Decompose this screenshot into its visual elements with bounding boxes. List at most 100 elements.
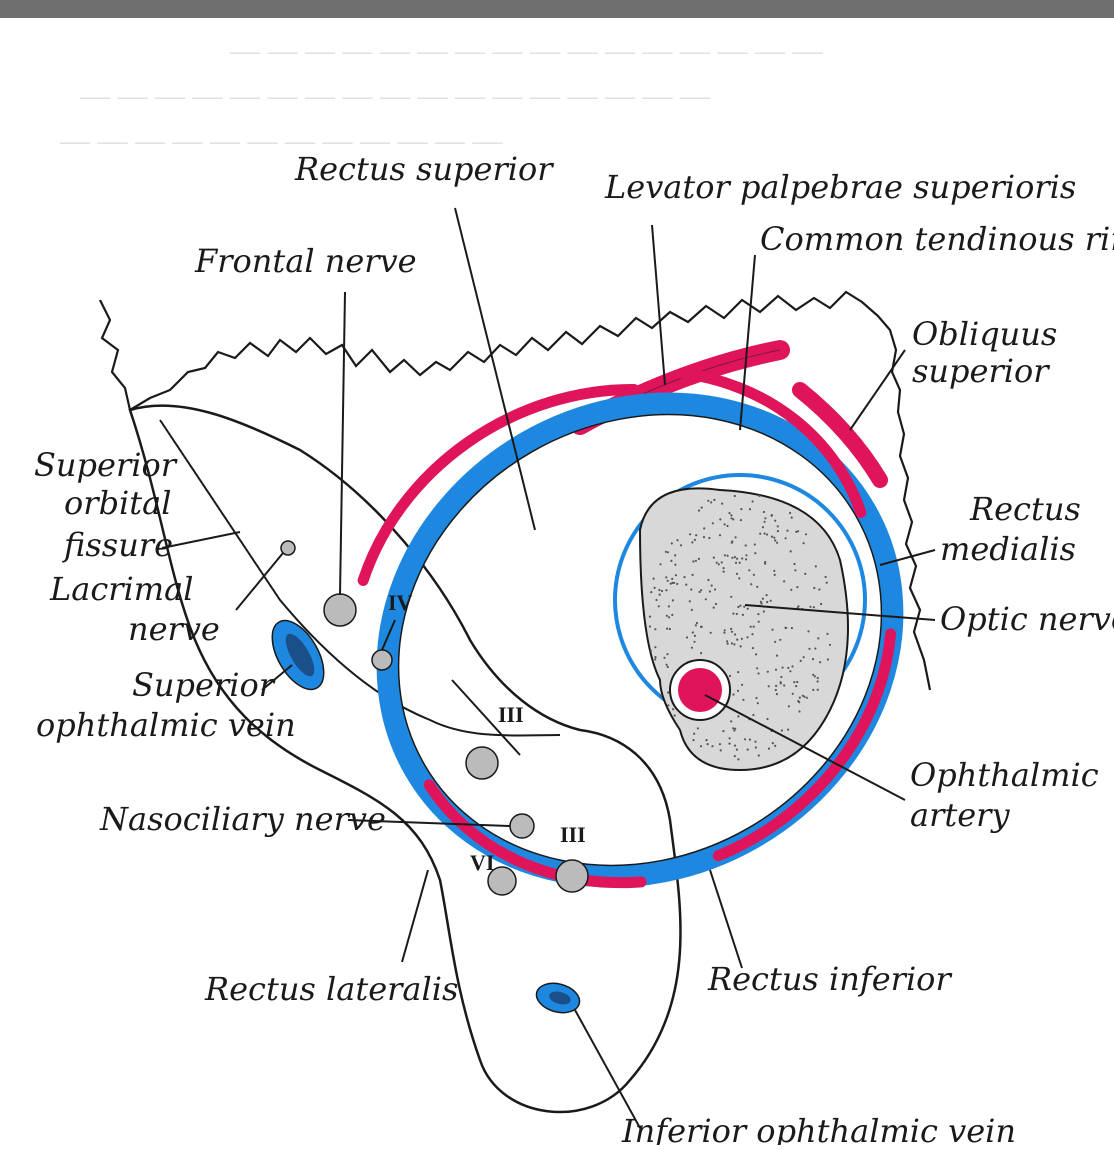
stipple-dot: [755, 653, 757, 655]
stipple-dot: [653, 578, 655, 580]
stipple-dot: [739, 562, 741, 564]
stipple-dot: [667, 704, 669, 706]
trochlear-nerve-dot: [372, 650, 392, 670]
stipple-dot: [730, 596, 732, 598]
stipple-dot: [775, 689, 777, 691]
stipple-dot: [790, 550, 792, 552]
stipple-dot: [757, 672, 759, 674]
stipple-dot: [751, 633, 753, 635]
stipple-dot: [754, 552, 756, 554]
stipple-dot: [707, 743, 709, 745]
stipple-dot: [658, 605, 660, 607]
stipple-dot: [756, 586, 758, 588]
stipple-dot: [747, 749, 749, 751]
stipple-dot: [654, 628, 656, 630]
stipple-dot: [691, 541, 693, 543]
stipple-dot: [770, 600, 772, 602]
stipple-dot: [800, 660, 802, 662]
stipple-dot: [740, 519, 742, 521]
stipple-dot: [655, 599, 657, 601]
label-rectus-lateralis: Rectus lateralis: [204, 970, 458, 1008]
stipple-dot: [676, 583, 678, 585]
stipple-dot: [760, 601, 762, 603]
stipple-dot: [745, 558, 747, 560]
stipple-dot: [789, 670, 791, 672]
stipple-dot: [817, 689, 819, 691]
stipple-dot: [754, 543, 756, 545]
stipple-dot: [764, 521, 766, 523]
stipple-dot: [675, 574, 677, 576]
stipple-dot: [667, 580, 669, 582]
stipple-dot: [795, 685, 797, 687]
stipple-dot: [803, 542, 805, 544]
frontal-nerve-dot: [324, 594, 356, 626]
stipple-dot: [758, 754, 760, 756]
stipple-dot: [719, 534, 721, 536]
stipple-dot: [754, 741, 756, 743]
stipple-dot: [794, 569, 796, 571]
label-common-ring: Common tendinous ring: [760, 220, 1114, 258]
stipple-dot: [773, 570, 775, 572]
stipple-dot: [813, 587, 815, 589]
stipple-dot: [766, 533, 768, 535]
stipple-dot: [779, 639, 781, 641]
stipple-dot: [709, 590, 711, 592]
stipple-dot: [741, 638, 743, 640]
stipple-dot: [785, 537, 787, 539]
stipple-dot: [695, 560, 697, 562]
label-rectus-medialis-1: Rectus: [969, 490, 1081, 528]
stipple-dot: [756, 667, 758, 669]
stipple-dot: [766, 601, 768, 603]
stipple-dot: [803, 656, 805, 658]
stipple-dot: [692, 739, 694, 741]
stipple-dot: [723, 571, 725, 573]
stipple-dot: [674, 714, 676, 716]
stipple-dot: [792, 693, 794, 695]
stipple-dot: [764, 563, 766, 565]
stipple-dot: [668, 605, 670, 607]
stipple-dot: [740, 508, 742, 510]
stipple-dot: [771, 629, 773, 631]
stipple-dot: [649, 625, 651, 627]
stipple-dot: [719, 743, 721, 745]
stipple-dot: [813, 606, 815, 608]
stipple-dot: [736, 613, 738, 615]
stipple-dot: [793, 681, 795, 683]
stipple-dot: [776, 542, 778, 544]
stipple-dot: [713, 557, 715, 559]
label-rectus-medialis-2: medialis: [940, 530, 1076, 568]
stipple-dot: [733, 643, 735, 645]
ophthalmic-artery-lumen: [678, 668, 722, 712]
stipple-dot: [691, 609, 693, 611]
stipple-dot: [788, 705, 790, 707]
stipple-dot: [710, 632, 712, 634]
stipple-dot: [768, 685, 770, 687]
stipple-dot: [791, 627, 793, 629]
stipple-dot: [814, 647, 816, 649]
stipple-dot: [727, 643, 729, 645]
stipple-dot: [722, 730, 724, 732]
stipple-dot: [724, 554, 726, 556]
stipple-dot: [660, 694, 662, 696]
stipple-dot: [695, 624, 697, 626]
stipple-dot: [774, 520, 776, 522]
stipple-dot: [734, 728, 736, 730]
stipple-dot: [777, 525, 779, 527]
label-rectus-superior: Rectus superior: [294, 150, 554, 188]
stipple-dot: [665, 589, 667, 591]
stipple-dot: [654, 587, 656, 589]
stipple-dot: [739, 605, 741, 607]
stipple-dot: [669, 628, 671, 630]
stipple-dot: [654, 658, 656, 660]
stipple-dot: [777, 530, 779, 532]
stipple-dot: [689, 533, 691, 535]
stipple-dot: [691, 647, 693, 649]
stipple-dot: [696, 622, 698, 624]
stipple-dot: [762, 526, 764, 528]
stipple-dot: [718, 563, 720, 565]
stipple-dot: [650, 591, 652, 593]
stipple-dot: [736, 749, 738, 751]
stipple-dot: [671, 578, 673, 580]
stipple-dot: [693, 733, 695, 735]
